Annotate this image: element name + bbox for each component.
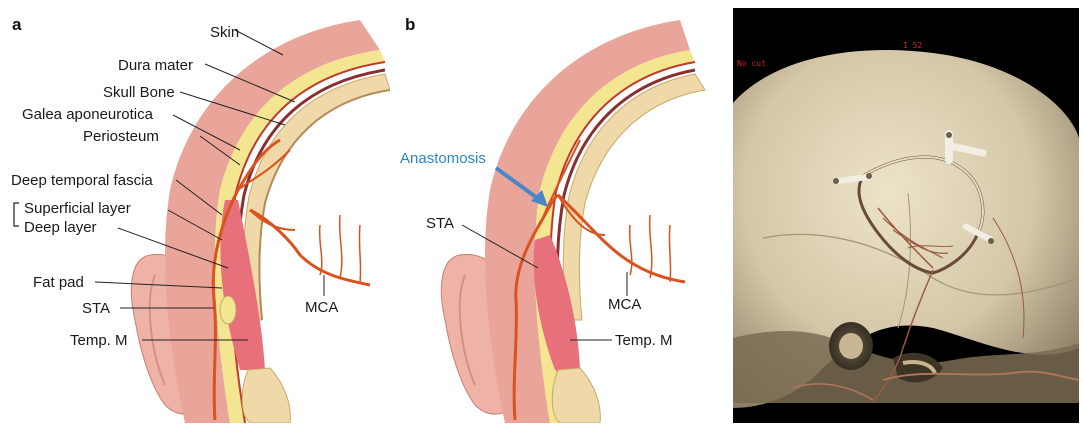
panel-a-diagram: a Skin Dura mater Skull Bone Galea apone… bbox=[0, 0, 390, 423]
ct-overlay-left: No cut bbox=[737, 59, 766, 68]
panel-a-letter: a bbox=[12, 15, 22, 34]
label-fat-pad: Fat pad bbox=[33, 274, 84, 291]
panel-a-svg: a Skin Dura mater Skull Bone Galea apone… bbox=[0, 0, 390, 423]
mca-branch-3 bbox=[340, 215, 342, 278]
mca-branch-b2 bbox=[630, 225, 632, 275]
panel-b-svg: b Anastomosis STA MCA Temp. M bbox=[390, 0, 730, 423]
label-dura-mater: Dura mater bbox=[118, 57, 193, 74]
label-deep-temporal-fascia: Deep temporal fascia bbox=[11, 172, 153, 189]
skin-leader bbox=[235, 30, 283, 55]
label-sta: STA bbox=[82, 300, 110, 317]
label-temp-m-b: Temp. M bbox=[615, 332, 673, 349]
label-skin: Skin bbox=[210, 24, 239, 41]
mca-branch-4 bbox=[359, 225, 360, 282]
label-anastomosis: Anastomosis bbox=[400, 150, 486, 167]
ct-overlay-top: I 52 bbox=[903, 41, 922, 50]
ct-reconstruction-panel: I 52 No cut bbox=[733, 8, 1079, 423]
ear-canal-ring bbox=[839, 333, 863, 359]
fat-pad-shape bbox=[220, 296, 236, 324]
label-temp-m: Temp. M bbox=[70, 332, 128, 349]
label-periosteum: Periosteum bbox=[83, 128, 159, 145]
mca-branch-2 bbox=[320, 225, 322, 275]
label-mca: MCA bbox=[305, 299, 338, 316]
mandible-process bbox=[242, 368, 290, 423]
mca-branch-b3 bbox=[650, 215, 652, 278]
fascia-bracket bbox=[14, 203, 19, 226]
label-mca-b: MCA bbox=[608, 296, 641, 313]
mandible-process-b bbox=[552, 368, 600, 423]
mca-vessel bbox=[250, 210, 370, 285]
label-skull-bone: Skull Bone bbox=[103, 84, 175, 101]
label-superficial-layer: Superficial layer bbox=[24, 200, 131, 217]
panel-b-diagram: b Anastomosis STA MCA Temp. M bbox=[390, 0, 730, 423]
label-galea-aponeurotica: Galea aponeurotica bbox=[22, 106, 154, 123]
panel-b-letter: b bbox=[405, 15, 415, 34]
ct-svg: I 52 No cut bbox=[733, 8, 1079, 423]
label-deep-layer: Deep layer bbox=[24, 219, 97, 236]
label-sta-b: STA bbox=[426, 215, 454, 232]
mca-branch-b4 bbox=[669, 225, 670, 282]
